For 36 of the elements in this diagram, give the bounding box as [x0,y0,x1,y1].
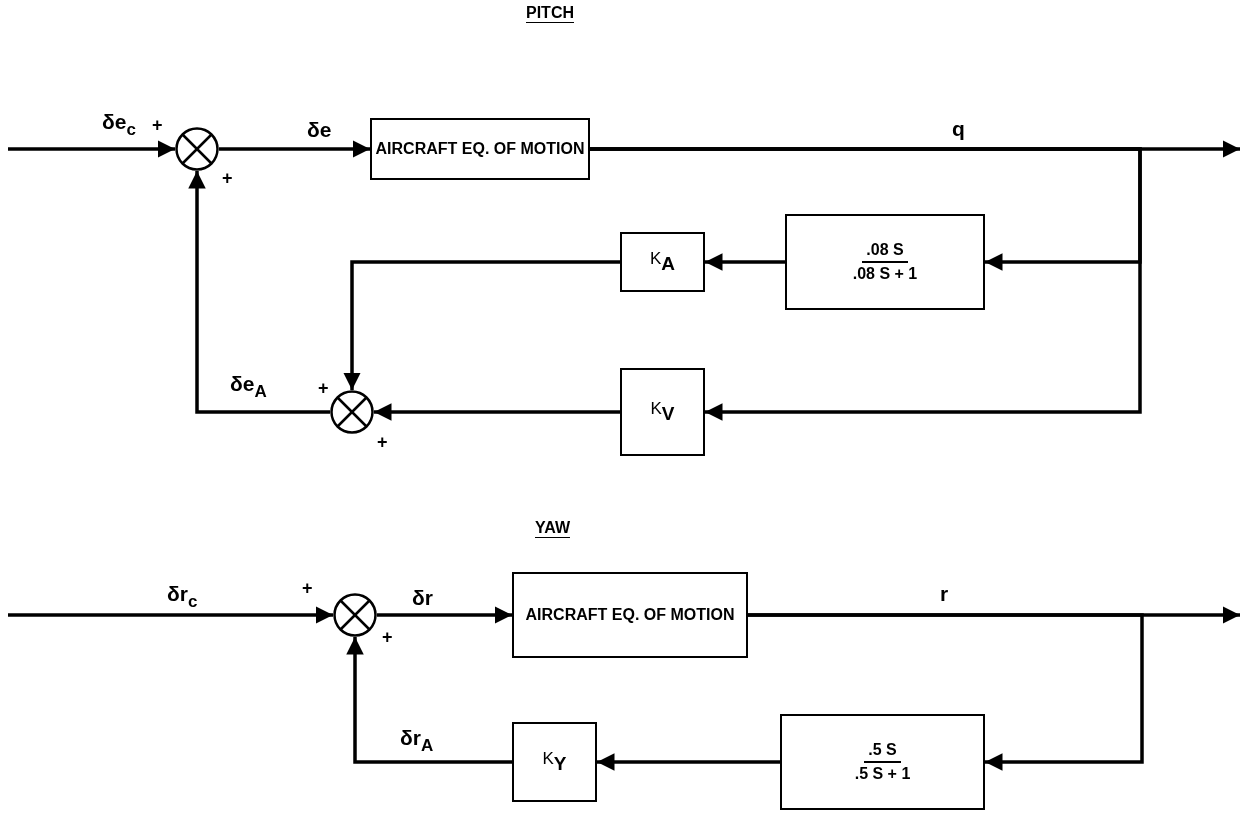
arrow [705,253,785,271]
gain-box [620,368,705,456]
process-box [512,572,748,658]
summing-junction [175,127,219,171]
transfer-function-box [785,214,985,310]
arrow [8,606,333,624]
sign-label: + [318,378,329,399]
sign-label: + [302,578,313,599]
block-label: AIRCRAFT EQ. OF MOTION [525,605,735,625]
arrow [188,171,330,414]
arrow [374,403,620,421]
sign-label: + [222,168,233,189]
transfer-function-box [780,714,985,810]
arrow [8,140,175,158]
arrow [590,147,1142,421]
arrow [597,753,780,771]
sign-label: + [152,115,163,136]
arrow [219,140,370,158]
section-title: YAW [535,519,570,537]
summing-junction [333,593,377,637]
denominator-text: .08 S + 1 [851,264,919,284]
arrow [343,260,620,390]
arrow [346,637,512,764]
numerator-text: .5 S [864,740,901,763]
denominator-text: .5 S + 1 [853,764,912,784]
block-label: AIRCRAFT EQ. OF MOTION [375,139,585,159]
sign-label: + [382,627,393,648]
arrow [748,613,1144,771]
arrow [377,606,512,624]
gain-box [512,722,597,802]
process-box [370,118,590,180]
gain-box [620,232,705,292]
numerator-text: .08 S [862,240,908,263]
sign-label: + [377,432,388,453]
section-title: PITCH [526,4,574,22]
summing-junction [330,390,374,434]
